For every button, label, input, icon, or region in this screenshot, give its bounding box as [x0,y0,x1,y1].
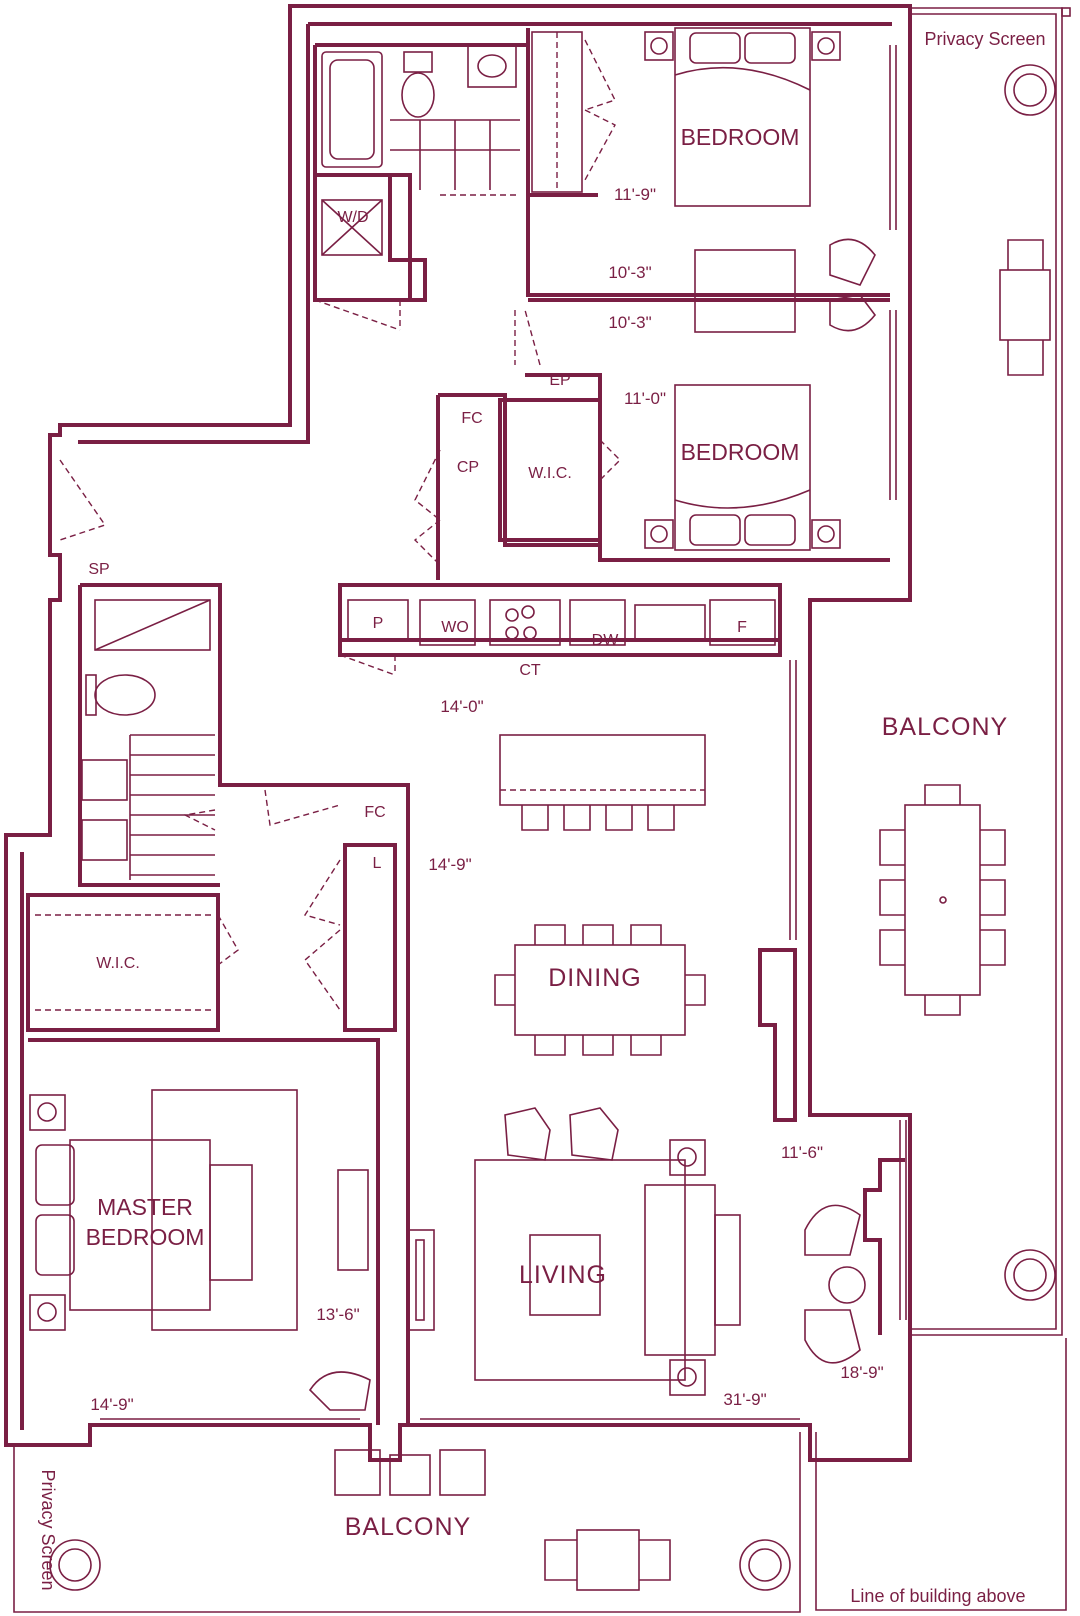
room-label-balcony-right: BALCONY [882,713,1008,741]
dining-table [494,924,706,1056]
dimension-living-depth: 31'-9" [723,1390,766,1409]
room-label-balcony-bottom: BALCONY [345,1513,471,1541]
planters [49,64,1056,1591]
exterior-wall [4,4,912,1462]
bedroom-2-bed [644,384,841,551]
fixture-label-fc-lower: FC [364,804,385,821]
top-bathroom-fixtures [314,44,520,331]
dimension-bed1-depth: 10'-3" [608,263,651,282]
fixture-label-ct: CT [519,662,541,679]
room-label-dining: DINING [548,964,642,992]
kitchen-appliances [339,599,776,676]
room-label-living: LIVING [519,1261,607,1289]
fixture-label-wd: W/D [337,209,368,226]
room-label-wic-left: W.I.C. [96,955,140,972]
balcony-right-rail [910,7,1063,1336]
dimension-bed2-width: 11'-0" [624,389,666,408]
note-privacy-screen-left: Privacy Screen [38,1469,58,1590]
fixture-label-ep: EP [549,372,570,389]
balcony-right-rail-inner [910,13,1057,1330]
windows [100,45,907,1426]
room-label-wic-mid: W.I.C. [528,465,572,482]
dimension-bed2-depth: 10'-3" [608,313,651,332]
fixture-label-p: P [373,615,384,632]
balcony-dining-set [334,239,1051,1591]
dimension-kitchen-width: 14'-0" [440,697,483,716]
dimension-alcove-depth: 18'-9" [840,1363,883,1382]
dimension-master-depth: 13'-6" [316,1305,359,1324]
fixture-label-dw: DW [592,632,620,649]
note-privacy-screen-top: Privacy Screen [924,29,1045,49]
left-bathroom-fixtures [81,599,341,880]
dimension-master-width: 14'-9" [90,1395,133,1414]
dimension-alcove-width: 11'-6" [781,1143,823,1162]
room-label-bedroom-mid: BEDROOM [681,439,800,465]
master-bed [29,1089,371,1411]
balcony-bottom-rail [13,1432,801,1613]
bedroom-1-bed [644,27,877,333]
living-furniture [407,1107,866,1396]
plan-lines: BEDROOM BEDROOM MASTER BEDROOM DINING LI… [4,4,1071,1613]
fixture-label-cp: CP [457,459,479,476]
fixture-label-wo: WO [441,619,469,636]
exterior-wall-inner [20,22,892,1430]
fixture-label-fc-upper: FC [461,410,482,427]
fixture-label-l: L [373,855,382,872]
room-label-bedroom-top: BEDROOM [681,124,800,150]
fixture-label-sp: SP [88,561,109,578]
dimension-bed1-width: 11'-9" [614,185,656,204]
room-label-master-1: MASTER [97,1194,193,1220]
building-line [815,1338,1067,1611]
fixture-label-f: F [737,619,747,636]
note-building-line: Line of building above [850,1586,1025,1606]
dimension-dining-width: 14'-9" [428,855,471,874]
kitchen-island [499,734,706,831]
room-label-master-2: BEDROOM [86,1224,205,1250]
